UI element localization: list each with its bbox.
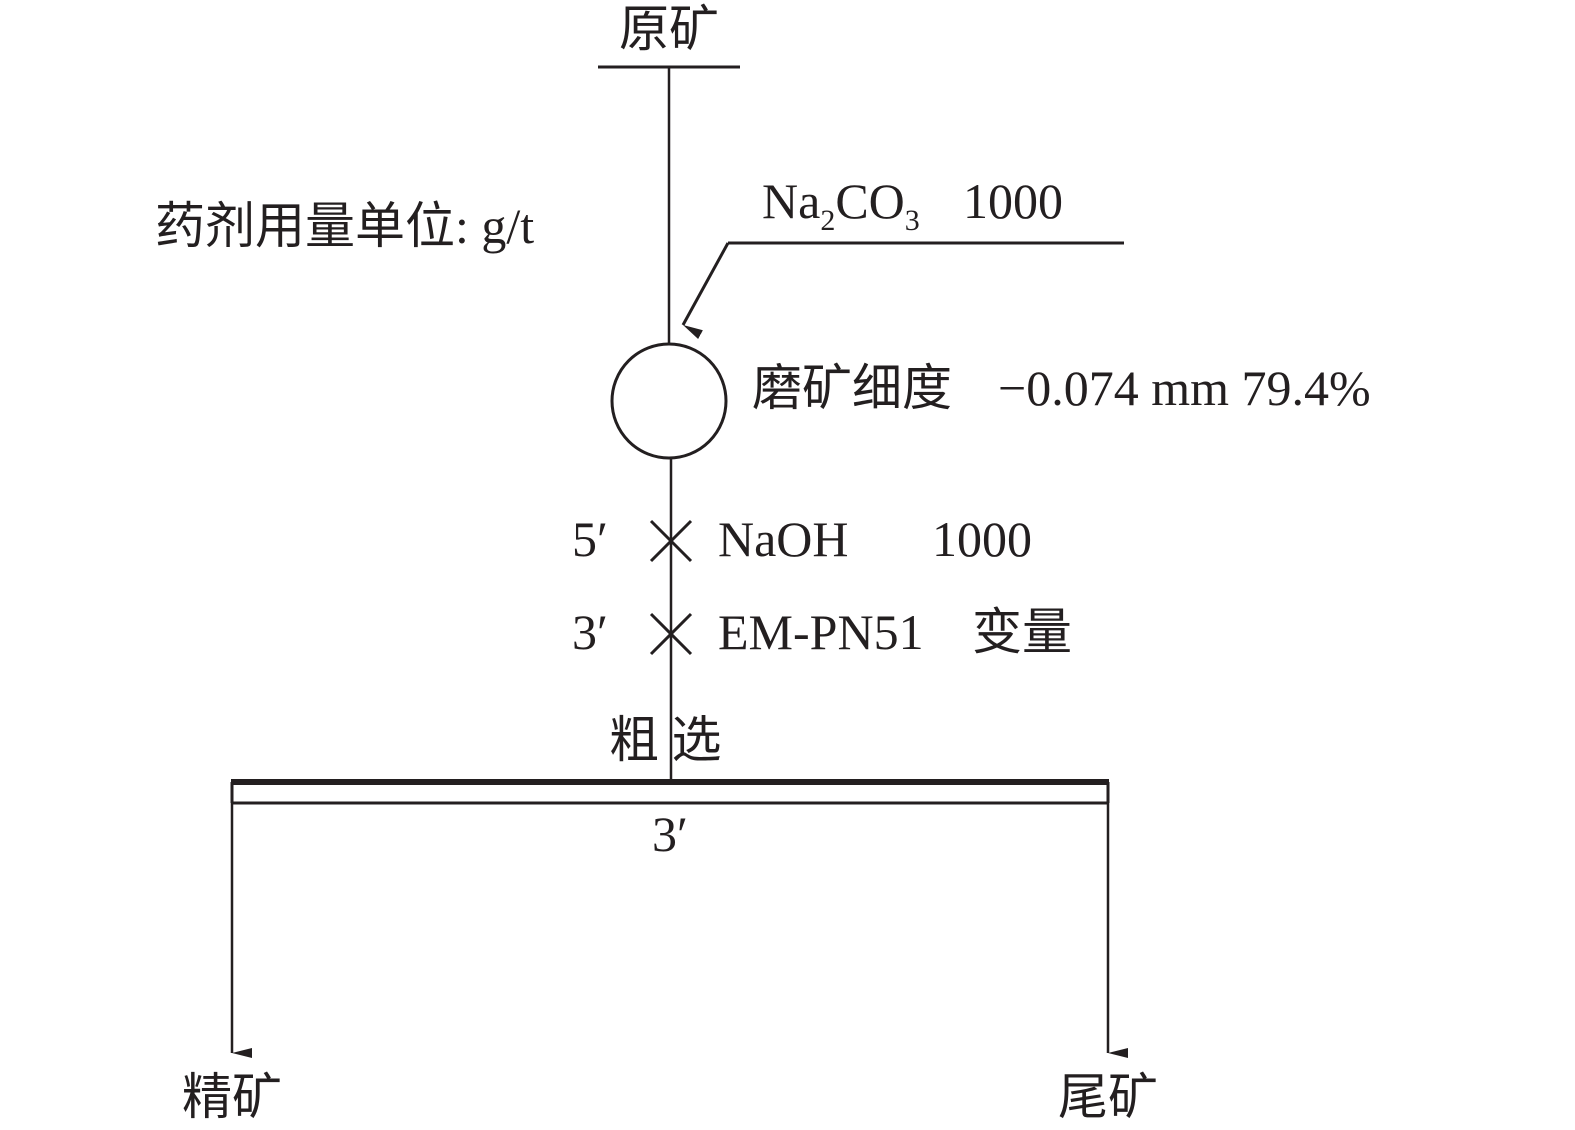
reagent-unit-note: 药剂用量单位: g/t	[155, 198, 534, 254]
flotation-time: 3′	[652, 806, 688, 862]
grinding-fineness-label: 磨矿细度	[752, 360, 952, 416]
grinding-reagent-label: Na2CO3	[762, 173, 920, 237]
rougher-flotation-label: 粗 选	[609, 712, 722, 768]
grinding-fineness-value: −0.074 mm 79.4%	[998, 360, 1371, 416]
conditioning-reagent-1: NaOH	[718, 511, 849, 567]
stirring-cross-2	[649, 612, 693, 656]
tailings-label: 尾矿	[1058, 1069, 1158, 1125]
concentrate-label: 精矿	[182, 1069, 282, 1125]
conditioning-dose-1: 1000	[932, 511, 1032, 567]
reagent-addition-arrow	[681, 242, 730, 340]
conditioning-time-2: 3′	[572, 604, 608, 660]
feed-label: 原矿	[619, 1, 719, 57]
conditioning-time-1: 5′	[572, 511, 608, 567]
grinding-reagent-dose: 1000	[963, 173, 1063, 229]
conditioning-reagent-2: EM-PN51	[718, 604, 924, 660]
stirring-cross-1	[649, 519, 693, 563]
conditioning-dose-2: 变量	[972, 604, 1072, 660]
grinding-mill-symbol	[610, 342, 728, 460]
